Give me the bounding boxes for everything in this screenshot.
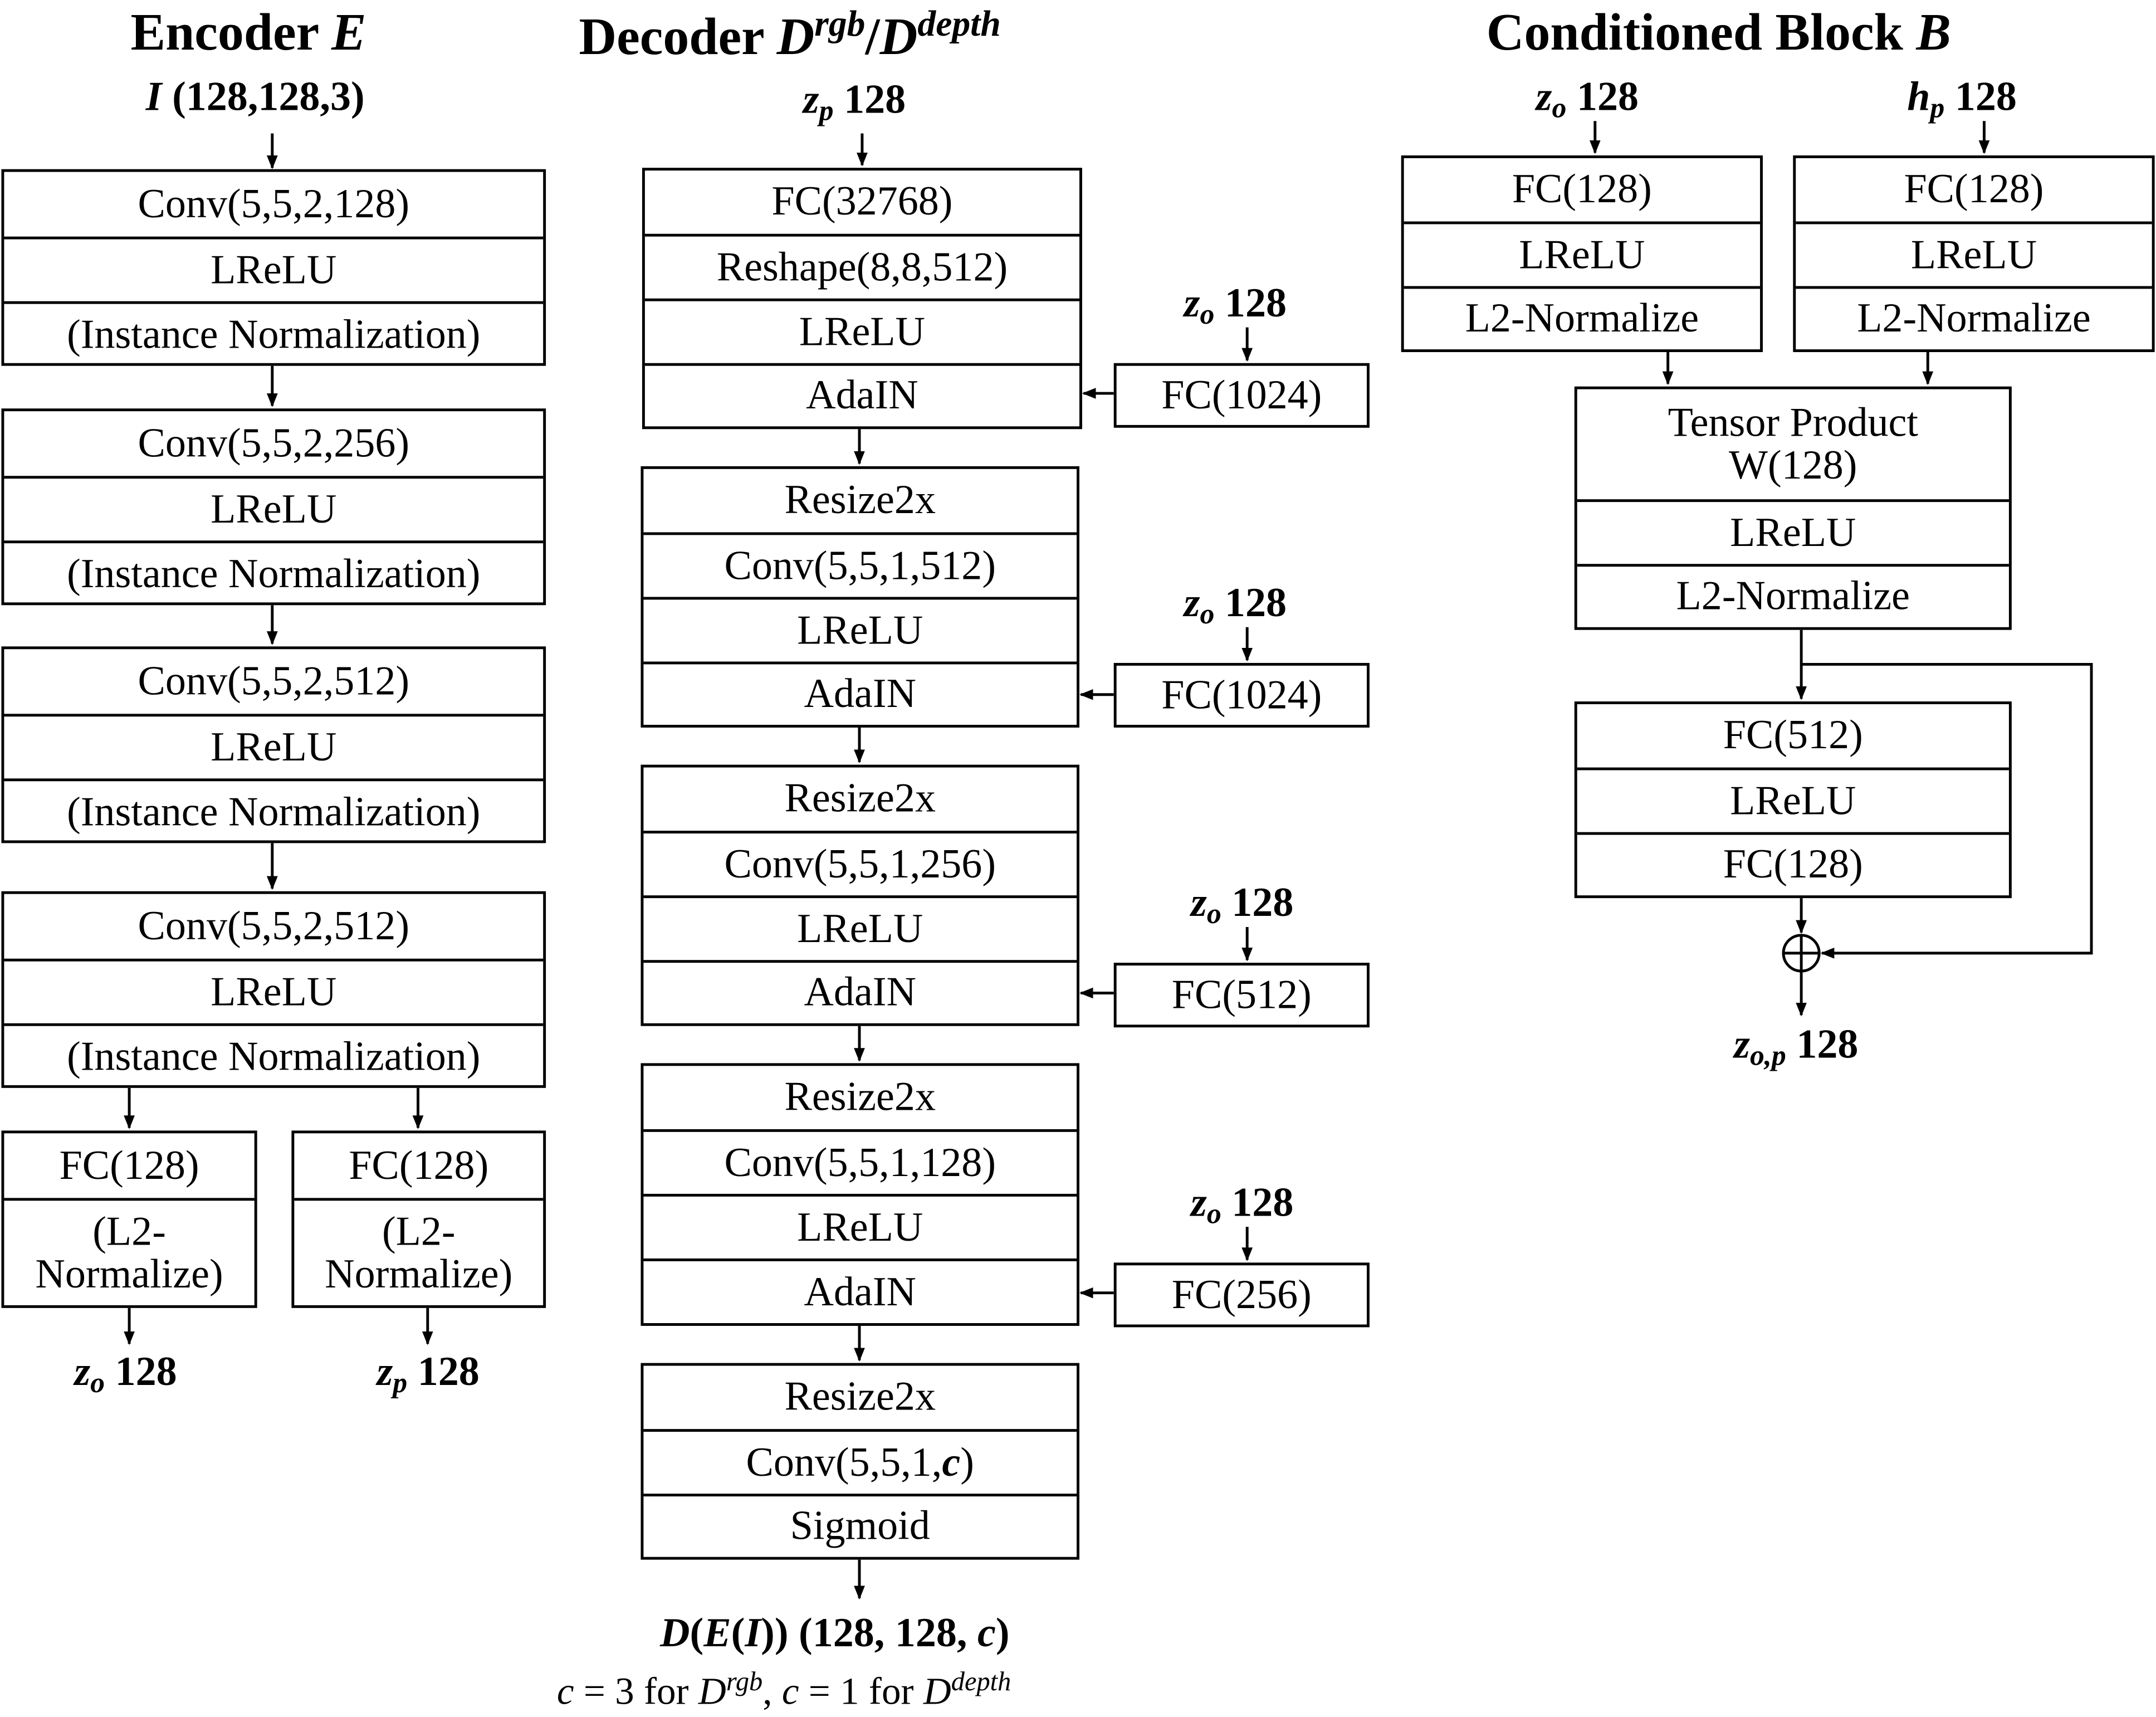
head-fc-2: FC(128) (349, 1142, 489, 1188)
dec-act-2: LReLU (643, 895, 1077, 960)
decoder-block-1: Resize2x Conv(5,5,1,512) LReLU AdaIN (641, 466, 1080, 728)
side-label-4: zo 128 (1190, 1180, 1294, 1230)
encoder-output-zp: zp 128 (377, 1349, 480, 1399)
decoder-input-label: zp 128 (803, 77, 906, 127)
enc-norm-2: (Instance Normalization) (4, 540, 544, 605)
block-input-zo: zo 128 (1536, 74, 1639, 124)
res-act: LReLU (1577, 767, 2009, 832)
blk-left-act: LReLU (1404, 221, 1761, 286)
block-title: Conditioned Block B (1486, 4, 1951, 62)
dec-conv-1: Conv(5,5,1,512) (643, 532, 1077, 597)
enc-norm-1: (Instance Normalization) (4, 301, 544, 366)
enc-act-1: LReLU (4, 236, 544, 301)
side-fc-4: FC(256) (1113, 1262, 1370, 1328)
side-fc-1: FC(1024) (1113, 363, 1370, 428)
res-fc-2: FC(128) (1577, 832, 2009, 896)
enc-norm-3: (Instance Normalization) (4, 778, 544, 843)
side-fc-1-text: FC(1024) (1161, 372, 1322, 418)
enc-conv-4: Conv(5,5,2,512) (138, 903, 410, 949)
dec-reshape: Reshape(8,8,512) (644, 233, 1080, 299)
dec-act-0: LReLU (644, 298, 1080, 363)
dec-sigmoid: Sigmoid (643, 1494, 1077, 1557)
tensor-norm: L2-Normalize (1577, 564, 2009, 627)
decoder-title: Decoder Drgb/Ddepth (579, 2, 1001, 67)
decoder-first-block: FC(32768) Reshape(8,8,512) LReLU AdaIN (642, 168, 1082, 430)
enc-act-2: LReLU (4, 476, 544, 540)
side-label-3: zo 128 (1190, 880, 1294, 930)
dec-resize-2: Resize2x (784, 775, 936, 821)
blk-right-norm: L2-Normalize (1796, 286, 2152, 350)
blk-left-fc: FC(128) (1512, 166, 1652, 212)
dec-adain-3: AdaIN (643, 1258, 1077, 1323)
side-fc-2: FC(1024) (1113, 662, 1370, 728)
block-output-label: zo,p 128 (1734, 1022, 1859, 1072)
blk-skip-wire (1801, 662, 2093, 959)
encoder-block-3: Conv(5,5,2,512) LReLU (Instance Normaliz… (1, 646, 546, 843)
enc-conv-3: Conv(5,5,2,512) (138, 658, 410, 704)
dec-fc: FC(32768) (771, 178, 953, 225)
side-label-2: zo 128 (1184, 580, 1287, 631)
enc-conv-1: Conv(5,5,2,128) (138, 181, 410, 227)
head-norm-2: (L2-Normalize) (294, 1198, 544, 1305)
decoder-block-3: Resize2x Conv(5,5,1,128) LReLU AdaIN (641, 1063, 1080, 1326)
blk-right-fc: FC(128) (1904, 166, 2044, 212)
block-input-hp: hp 128 (1907, 74, 2017, 124)
decoder-block-2: Resize2x Conv(5,5,1,256) LReLU AdaIN (641, 764, 1080, 1026)
encoder-output-zo: zo 128 (74, 1349, 177, 1399)
dec-adain-1: AdaIN (643, 661, 1077, 725)
dec-adain-2: AdaIN (643, 960, 1077, 1023)
encoder-title: Encoder E (130, 4, 366, 62)
side-fc-3: FC(512) (1113, 963, 1370, 1028)
block-right-stack: FC(128) LReLU L2-Normalize (1793, 155, 2155, 353)
dec-resize-1: Resize2x (784, 477, 936, 523)
residual-stack: FC(512) LReLU FC(128) (1574, 701, 2012, 899)
dec-adain-0: AdaIN (644, 363, 1080, 427)
side-fc-2-text: FC(1024) (1161, 672, 1322, 718)
encoder-block-1: Conv(5,5,2,128) LReLU (Instance Normaliz… (1, 169, 546, 366)
head-norm-1: (L2-Normalize) (4, 1198, 255, 1305)
blk-right-act: LReLU (1796, 221, 2152, 286)
dec-act-3: LReLU (643, 1193, 1077, 1259)
encoder-block-2: Conv(5,5,2,256) LReLU (Instance Normaliz… (1, 408, 546, 606)
decoder-last-block: Resize2x Conv(5,5,1,c) Sigmoid (641, 1363, 1080, 1560)
decoder-output-label: D(E(I)) (128, 128, c) (660, 1610, 1010, 1656)
block-left-stack: FC(128) LReLU L2-Normalize (1401, 155, 1763, 353)
encoder-head-zo: FC(128) (L2-Normalize) (1, 1130, 257, 1308)
dec-resize-3: Resize2x (784, 1074, 936, 1120)
tensor-act: LReLU (1577, 499, 2009, 564)
side-fc-4-text: FC(256) (1171, 1271, 1312, 1317)
enc-conv-2: Conv(5,5,2,256) (138, 420, 410, 466)
decoder-output-note: c = 3 for Drgb, c = 1 for Ddepth (556, 1668, 1011, 1714)
encoder-input-label: I (128,128,3) (145, 74, 365, 120)
dec-resize-4: Resize2x (784, 1374, 936, 1420)
dec-conv-4: Conv(5,5,1,c) (643, 1429, 1077, 1494)
encoder-block-4: Conv(5,5,2,512) LReLU (Instance Normaliz… (1, 891, 546, 1088)
head-fc-1: FC(128) (59, 1142, 199, 1188)
enc-act-4: LReLU (4, 958, 544, 1023)
enc-act-3: LReLU (4, 714, 544, 778)
side-fc-3-text: FC(512) (1171, 972, 1312, 1017)
dec-conv-2: Conv(5,5,1,256) (643, 831, 1077, 895)
encoder-head-zp: FC(128) (L2-Normalize) (291, 1130, 546, 1308)
blk-left-norm: L2-Normalize (1404, 286, 1761, 350)
dec-act-1: LReLU (643, 597, 1077, 661)
side-label-1: zo 128 (1184, 280, 1287, 331)
dec-conv-3: Conv(5,5,1,128) (643, 1129, 1077, 1194)
enc-norm-4: (Instance Normalization) (4, 1023, 544, 1088)
res-fc-1: FC(512) (1723, 712, 1863, 758)
